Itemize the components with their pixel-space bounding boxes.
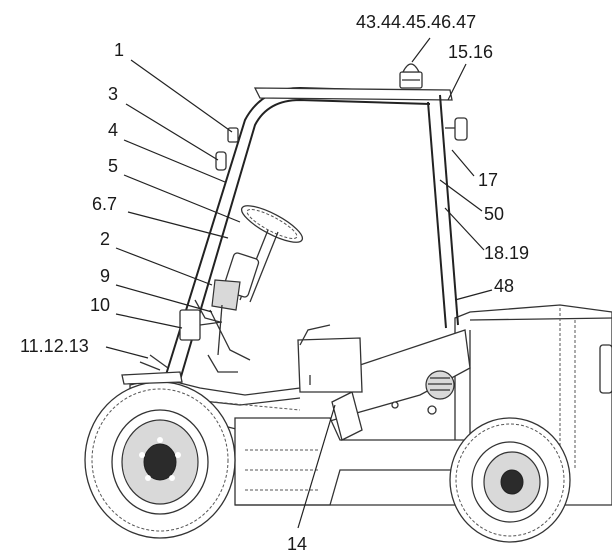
callout-48: 48 bbox=[494, 276, 514, 296]
leader-1 bbox=[130, 59, 233, 133]
callout-15-16: 15.16 bbox=[448, 42, 493, 62]
leader-5 bbox=[123, 174, 241, 223]
callout-50: 50 bbox=[484, 204, 504, 224]
beacon-light bbox=[399, 63, 423, 89]
leader-9 bbox=[115, 284, 213, 313]
leader-4347 bbox=[411, 37, 431, 63]
callout-5: 5 bbox=[108, 156, 118, 176]
control-panel bbox=[179, 299, 223, 341]
steering bbox=[209, 205, 304, 361]
callout-labels: 1 3 4 5 6.7 2 9 10 11.12.13 14 43.44.45.… bbox=[20, 12, 529, 554]
leader-lines bbox=[105, 37, 493, 529]
callout-17: 17 bbox=[478, 170, 498, 190]
overhead-guard bbox=[164, 86, 468, 381]
chassis bbox=[129, 329, 471, 506]
pedals bbox=[121, 354, 238, 385]
seat bbox=[299, 324, 331, 346]
callout-10: 10 bbox=[90, 295, 110, 315]
leader-111213 bbox=[105, 346, 149, 359]
side-grille bbox=[425, 370, 455, 400]
leader-1516 bbox=[447, 63, 467, 101]
callout-6-7: 6.7 bbox=[92, 194, 117, 214]
leader-67 bbox=[127, 211, 229, 239]
callout-2: 2 bbox=[100, 229, 110, 249]
leader-17 bbox=[451, 149, 475, 177]
leader-3 bbox=[125, 103, 219, 161]
callout-3: 3 bbox=[108, 84, 118, 104]
callout-9: 9 bbox=[100, 266, 110, 286]
leader-2 bbox=[115, 247, 213, 286]
leader-14 bbox=[297, 404, 336, 529]
leader-1819 bbox=[444, 207, 485, 251]
leader-4 bbox=[123, 139, 226, 183]
callout-18-19: 18.19 bbox=[484, 243, 529, 263]
leader-50 bbox=[439, 179, 483, 212]
callout-43-47: 43.44.45.46.47 bbox=[356, 12, 476, 32]
forklift-drawing bbox=[84, 63, 612, 543]
callout-1: 1 bbox=[114, 40, 124, 60]
rear-wheel bbox=[449, 417, 571, 543]
leader-48 bbox=[454, 289, 493, 301]
callout-14: 14 bbox=[287, 534, 307, 554]
callout-4: 4 bbox=[108, 120, 118, 140]
callout-11-12-13: 11.12.13 bbox=[20, 336, 89, 356]
front-wheel bbox=[84, 381, 236, 539]
leader-10 bbox=[115, 313, 183, 329]
